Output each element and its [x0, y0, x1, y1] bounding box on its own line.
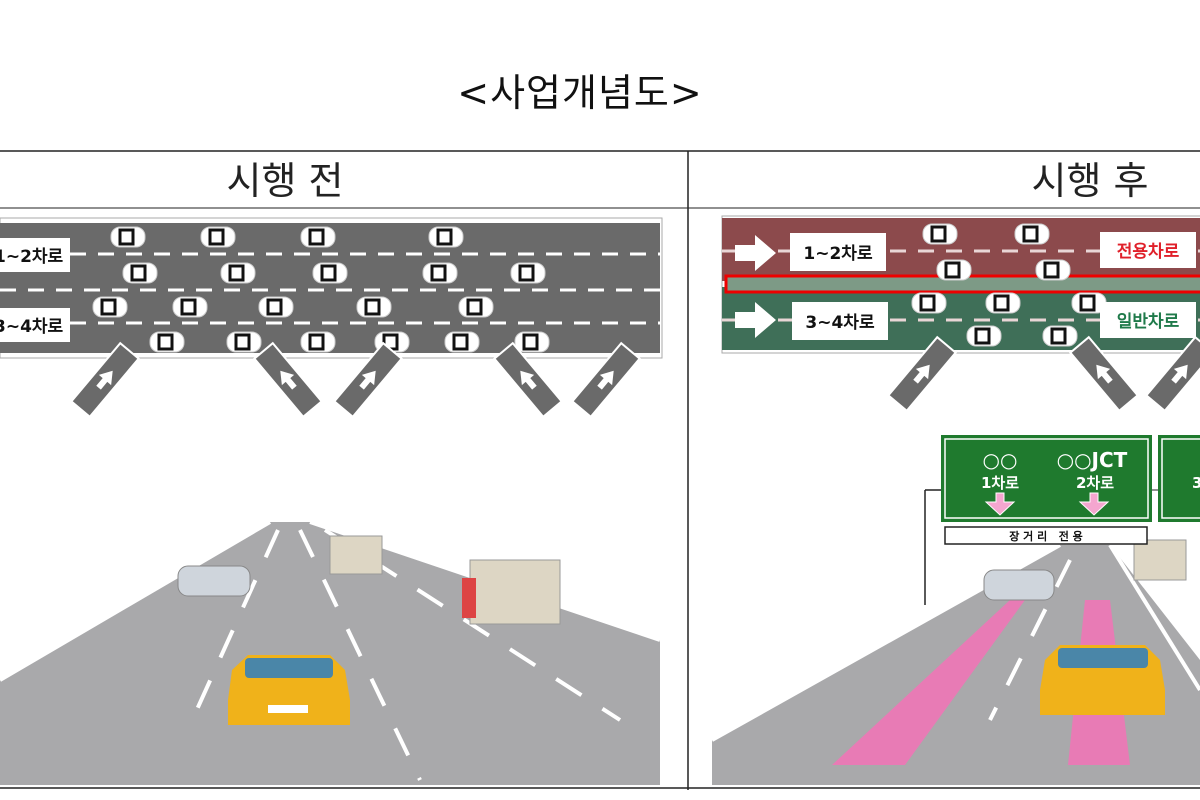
lane-guide-sign: ○○ ○○JCT 1차로 2차로 3 장 거 리 전 용 — [941, 435, 1200, 545]
truck-icon — [329, 535, 561, 625]
truck-icon — [1133, 539, 1187, 581]
arrow-right-icon — [735, 235, 776, 271]
sign-destination-2: ○○JCT — [1057, 448, 1128, 472]
highway-after: 1~2차로 3~4차로 전용차로 일반차로 — [721, 215, 1200, 412]
arrow-right-icon — [735, 302, 776, 338]
lane-label-1-2-after: 1~2차로 — [803, 244, 873, 264]
sign-lane-3-partial: 3 — [1192, 474, 1200, 492]
sign-destination-1: ○○ — [983, 448, 1018, 472]
arrow-down-icon — [984, 492, 1016, 516]
diagram-title: <사업개념도> — [457, 71, 703, 115]
lane-label-3-4-after: 3~4차로 — [805, 313, 875, 333]
sedan-icon — [983, 569, 1055, 601]
general-lane-label: 일반차로 — [1117, 312, 1180, 332]
sign-banner-long-distance: 장 거 리 전 용 — [1009, 529, 1083, 543]
sign-lane-2: 2차로 — [1076, 474, 1114, 492]
road-scene-after — [711, 489, 1200, 785]
dedicated-lane-label: 전용차로 — [1117, 242, 1180, 262]
table-frame — [0, 150, 1200, 790]
lane-label-1-2-before: 1~2차로 — [0, 247, 64, 267]
lane-label-3-4-before: 3~4차로 — [0, 317, 64, 337]
taxi-icon — [228, 655, 350, 725]
sedan-icon — [177, 565, 251, 597]
taxi-icon — [1040, 645, 1165, 715]
heading-before: 시행 전 — [227, 159, 344, 203]
pink-lane-marking — [832, 600, 1025, 765]
arrow-down-icon — [1078, 492, 1110, 516]
road-scene-before — [0, 520, 661, 785]
sign-lane-1: 1차로 — [981, 474, 1019, 492]
highway-before: 1~2차로 3~4차로 — [0, 217, 663, 418]
heading-after: 시행 후 — [1032, 159, 1149, 203]
